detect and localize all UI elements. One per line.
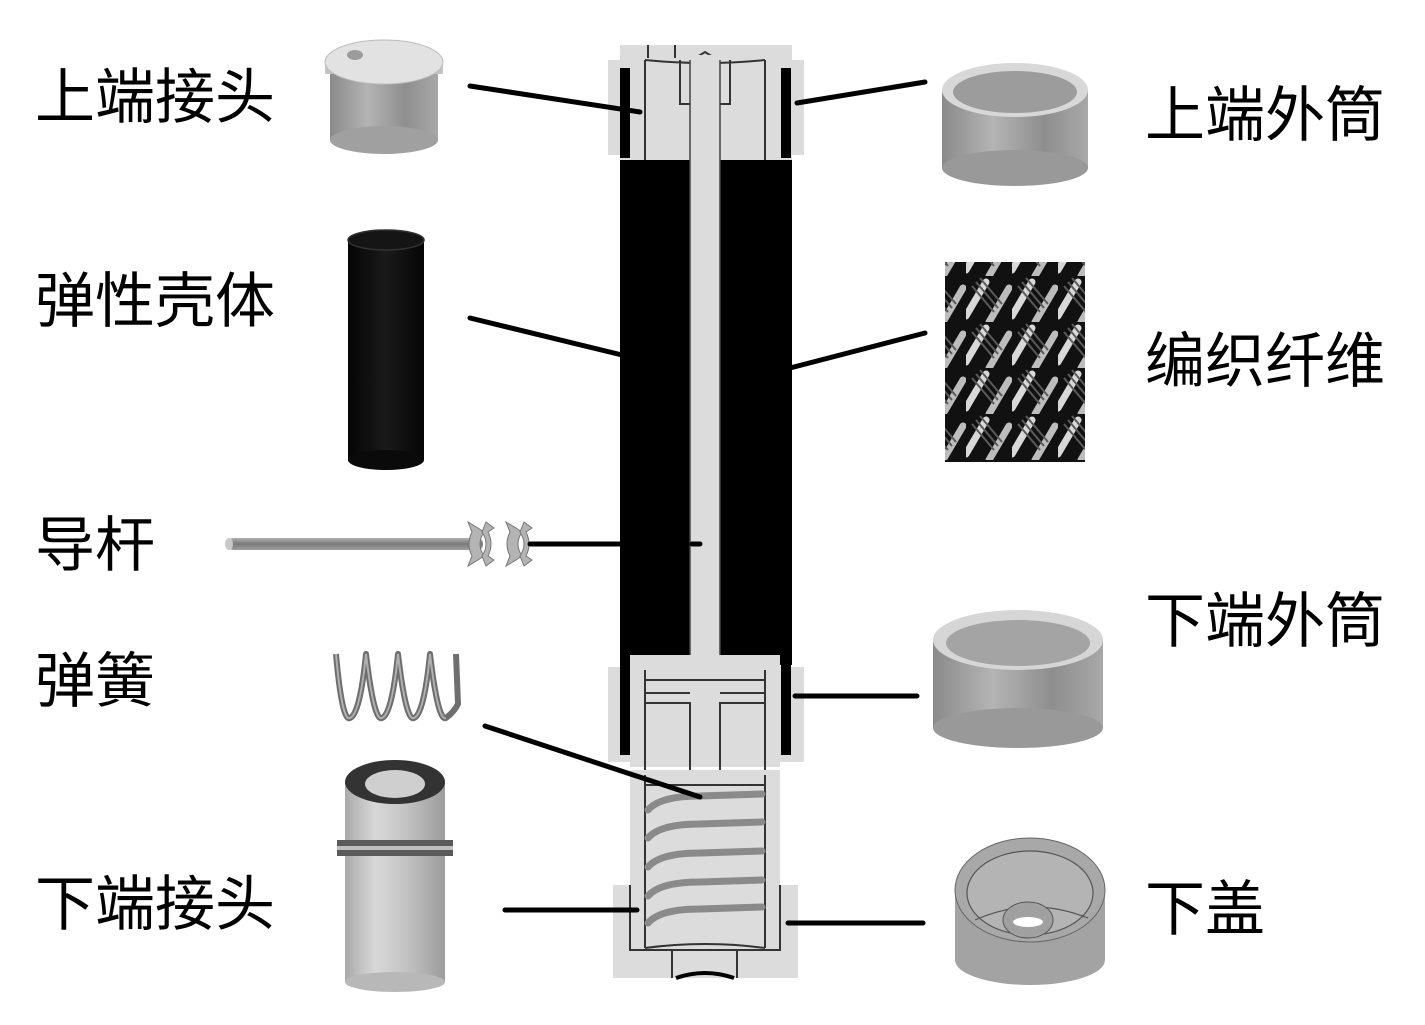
upper-outer-sleeve-part	[942, 63, 1088, 186]
shell-wall-left-top	[620, 68, 630, 158]
shell-wall-right-bottom	[781, 665, 791, 755]
label-lower-connector: 下端接头	[35, 870, 275, 940]
label-upper-outer-sleeve: 上端外筒	[1145, 81, 1385, 151]
guide-rod-section	[690, 55, 720, 707]
leader-elastic-shell	[467, 315, 625, 358]
leader-upper-connector	[467, 83, 643, 115]
braided-fiber-part	[945, 262, 1085, 462]
lower-section	[608, 655, 804, 775]
guide-rod-part	[225, 520, 533, 568]
leader-spring	[482, 723, 703, 800]
spring-coils-section	[644, 790, 766, 927]
label-elastic-shell: 弹性壳体	[35, 267, 275, 337]
leader-lines	[467, 79, 928, 926]
label-braided-fiber: 编织纤维	[1145, 327, 1385, 397]
leader-upper-outer-sleeve	[794, 79, 928, 106]
lower-connector-part	[337, 760, 453, 992]
cross-section-assembly	[608, 45, 804, 980]
elastic-shell-part	[347, 229, 425, 470]
lower-outer-sleeve-part	[933, 610, 1103, 748]
shell-wall-right-top	[781, 68, 791, 158]
spring-chamber-section	[613, 770, 798, 980]
spring-part	[333, 651, 461, 722]
label-spring: 弹簧	[35, 647, 155, 717]
label-lower-cap: 下盖	[1145, 875, 1265, 945]
label-upper-connector: 上端接头	[35, 63, 275, 133]
label-guide-rod: 导杆	[35, 511, 155, 581]
shell-wall-left-bottom	[620, 665, 630, 755]
label-lower-outer-sleeve: 下端外筒	[1145, 587, 1385, 657]
lower-cap-part	[954, 837, 1106, 985]
leader-braided-fiber	[787, 330, 928, 371]
upper-connector-part	[324, 39, 444, 154]
